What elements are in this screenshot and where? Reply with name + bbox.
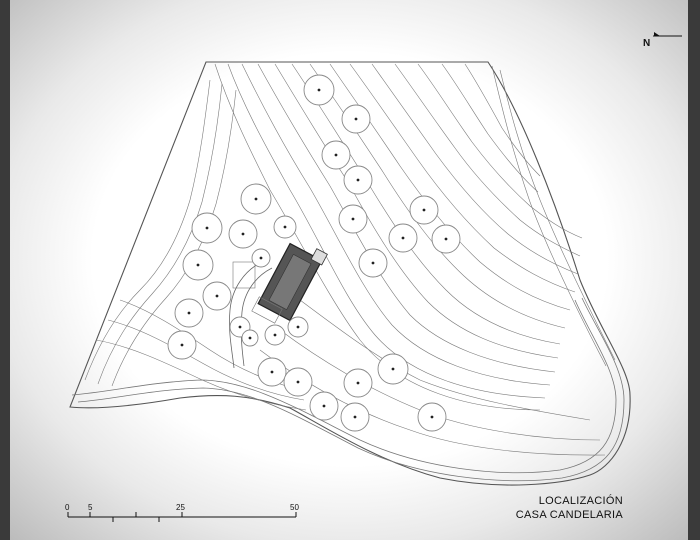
tree-icon — [431, 224, 461, 254]
scale-label-50: 50 — [290, 503, 299, 512]
tree-icon — [240, 183, 272, 215]
scale-bar: 0 5 25 50 — [65, 503, 299, 522]
tree-icon — [340, 402, 370, 432]
tree-icon — [167, 330, 197, 360]
tree-icon — [182, 249, 214, 281]
tree-icon — [409, 195, 439, 225]
tree-icon — [343, 165, 373, 195]
tree-icon — [283, 367, 313, 397]
title-line-1: LOCALIZACIÓN — [538, 495, 623, 507]
tree-icon — [377, 353, 409, 385]
scale-label-25: 25 — [176, 503, 185, 512]
tree-icon — [287, 316, 309, 338]
tree-icon — [309, 391, 339, 421]
tree-icon — [343, 368, 373, 398]
tree-icon — [251, 248, 271, 268]
frame-border-left — [0, 0, 10, 540]
scale-label-5: 5 — [88, 503, 93, 512]
tree-icon — [417, 402, 447, 432]
tree-icon — [191, 212, 223, 244]
north-arrow-icon: N — [643, 32, 682, 49]
scale-label-0: 0 — [65, 503, 70, 512]
title-block: LOCALIZACIÓN CASA CANDELARIA — [480, 494, 623, 522]
driveway — [229, 261, 263, 369]
tree-icon — [202, 281, 232, 311]
driveway-edge — [240, 267, 273, 367]
tree-icon — [273, 215, 297, 239]
tree-icon — [388, 223, 418, 253]
tree-icon — [303, 74, 335, 106]
tree-icon — [228, 219, 258, 249]
parking-area — [232, 261, 256, 289]
access-road-edge — [77, 297, 625, 482]
trees — [167, 74, 461, 432]
house-footprint — [257, 242, 328, 322]
terrace — [251, 296, 283, 324]
tree-icon — [174, 298, 204, 328]
tree-icon — [257, 357, 287, 387]
title-line-2: CASA CANDELARIA — [515, 509, 623, 521]
tree-icon — [338, 204, 368, 234]
tree-icon — [341, 104, 371, 134]
access-road — [71, 299, 617, 474]
north-label: N — [643, 38, 650, 49]
tree-icon — [264, 324, 286, 346]
frame-border-right — [688, 0, 700, 540]
tree-icon — [358, 248, 388, 278]
tree-icon — [241, 329, 259, 347]
tree-icon — [321, 140, 351, 170]
property-boundary — [69, 61, 631, 486]
